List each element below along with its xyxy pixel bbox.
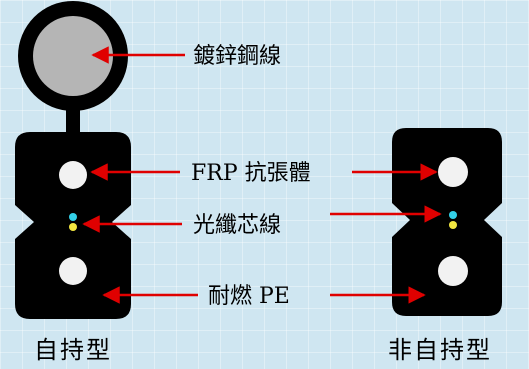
leader-arrows [82, 46, 442, 304]
fiber-right-yellow [449, 221, 457, 229]
frp-rod-left-top [59, 161, 87, 189]
label-frp: FRP 抗張體 [191, 161, 311, 186]
fiber-right-blue [449, 211, 457, 219]
caption-non-self-supporting: 非自持型 [388, 336, 492, 364]
label-jacket: 耐燃 PE [208, 284, 290, 309]
caption-self-supporting: 自持型 [34, 336, 112, 364]
cable-jacket-right [392, 128, 502, 316]
messenger-neck [66, 108, 80, 132]
self-supporting-cable [15, 1, 131, 319]
non-self-supporting-cable [392, 128, 502, 316]
frp-rod-right-bottom [438, 256, 468, 286]
label-fiber: 光纖芯線 [193, 213, 281, 238]
fiber-left-yellow [69, 223, 77, 231]
label-steel-wire: 鍍鋅鋼線 [193, 44, 281, 69]
frp-rod-right-top [438, 157, 468, 187]
steel-wire-core [33, 16, 113, 96]
frp-rod-left-bottom [59, 257, 87, 285]
fiber-left-blue [69, 213, 77, 221]
